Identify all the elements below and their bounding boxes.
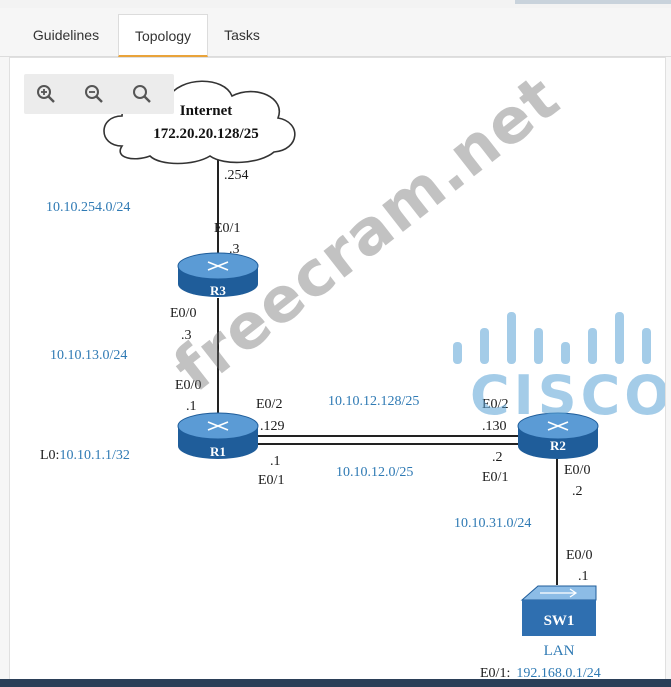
sw1-if: E0/0: [566, 548, 592, 563]
lan-subnet: 192.168.0.1/24: [516, 666, 600, 680]
r1-e01-if: E0/1: [258, 473, 284, 488]
internet-title: Internet: [180, 103, 233, 119]
r1-top-host: .1: [186, 399, 197, 414]
r2-e02-if: E0/2: [482, 397, 508, 412]
cisco-brand-text: CISCO: [470, 364, 665, 427]
r1-loopback-ip: 10.10.1.1/32: [59, 448, 129, 463]
zoom-out-button[interactable]: [82, 82, 106, 106]
router-r1-label: R1: [210, 444, 226, 459]
r2-e02-host: .130: [482, 419, 507, 434]
sw1-host: .1: [578, 569, 589, 584]
r2-e01-if: E0/1: [482, 470, 508, 485]
subnet-r1-r2-bottom: 10.10.12.0/25: [336, 465, 413, 480]
r1-e02-if: E0/2: [256, 397, 282, 412]
inet-host: .254: [224, 168, 249, 183]
router-r1[interactable]: R1: [177, 412, 259, 459]
r3-bot-if: E0/0: [170, 306, 196, 321]
r1-top-if: E0/0: [175, 378, 201, 393]
internet-subnet: 172.20.20.128/25: [153, 126, 258, 142]
switch-sw1[interactable]: SW1: [520, 585, 597, 636]
zoom-in-icon: [37, 85, 55, 103]
tab-bar: Guidelines Topology Tasks: [0, 14, 671, 57]
tab-topology[interactable]: Topology: [118, 14, 208, 57]
router-r3-label: R3: [210, 283, 226, 298]
top-accent: [515, 0, 671, 4]
cisco-watermark: CISCO: [453, 312, 665, 427]
tab-guidelines[interactable]: Guidelines: [32, 27, 100, 43]
subnet-internet-r3: 10.10.254.0/24: [46, 200, 130, 215]
topology-diagram: Internet 172.20.20.128/25 R3 R1 R2: [40, 80, 665, 680]
top-strip: [0, 0, 671, 8]
router-r2[interactable]: R2: [517, 412, 599, 459]
switch-sw1-label: SW1: [544, 613, 575, 629]
tab-tasks[interactable]: Tasks: [224, 27, 260, 43]
cisco-bars-icon: [453, 312, 651, 364]
topology-canvas: Internet 172.20.20.128/25 R3 R1 R2: [9, 57, 666, 681]
router-r2-label: R2: [550, 438, 566, 453]
subnet-r2-sw1: 10.10.31.0/24: [454, 516, 531, 531]
zoom-out-icon: [85, 85, 103, 103]
r3-bot-host: .3: [181, 328, 192, 343]
zoom-in-button[interactable]: [34, 82, 58, 106]
r1-e02-host: .129: [260, 419, 285, 434]
lan-interface: E0/1:: [480, 666, 510, 680]
subnet-r3-r1: 10.10.13.0/24: [50, 348, 127, 363]
r1-e01-host: .1: [270, 454, 281, 469]
search-icon: [133, 85, 151, 103]
r1-loopback: L0:10.10.1.1/32: [40, 448, 130, 463]
lan-label: LAN: [544, 643, 575, 659]
r1-loopback-prefix: L0:: [40, 448, 59, 463]
lan-info: E0/1: 192.168.0.1/24: [480, 666, 601, 680]
r3-top-host: .3: [229, 242, 240, 257]
bottom-bar: [0, 679, 671, 687]
r2-e01-host: .2: [492, 450, 503, 465]
r3-top-if: E0/1: [214, 221, 240, 236]
zoom-fit-button[interactable]: [130, 82, 154, 106]
zoom-toolbar: [24, 74, 174, 114]
r2-e00-host: .2: [572, 484, 583, 499]
router-r3[interactable]: R3: [177, 252, 259, 298]
r2-e00-if: E0/0: [564, 463, 590, 478]
subnet-r1-r2-top: 10.10.12.128/25: [328, 394, 419, 409]
